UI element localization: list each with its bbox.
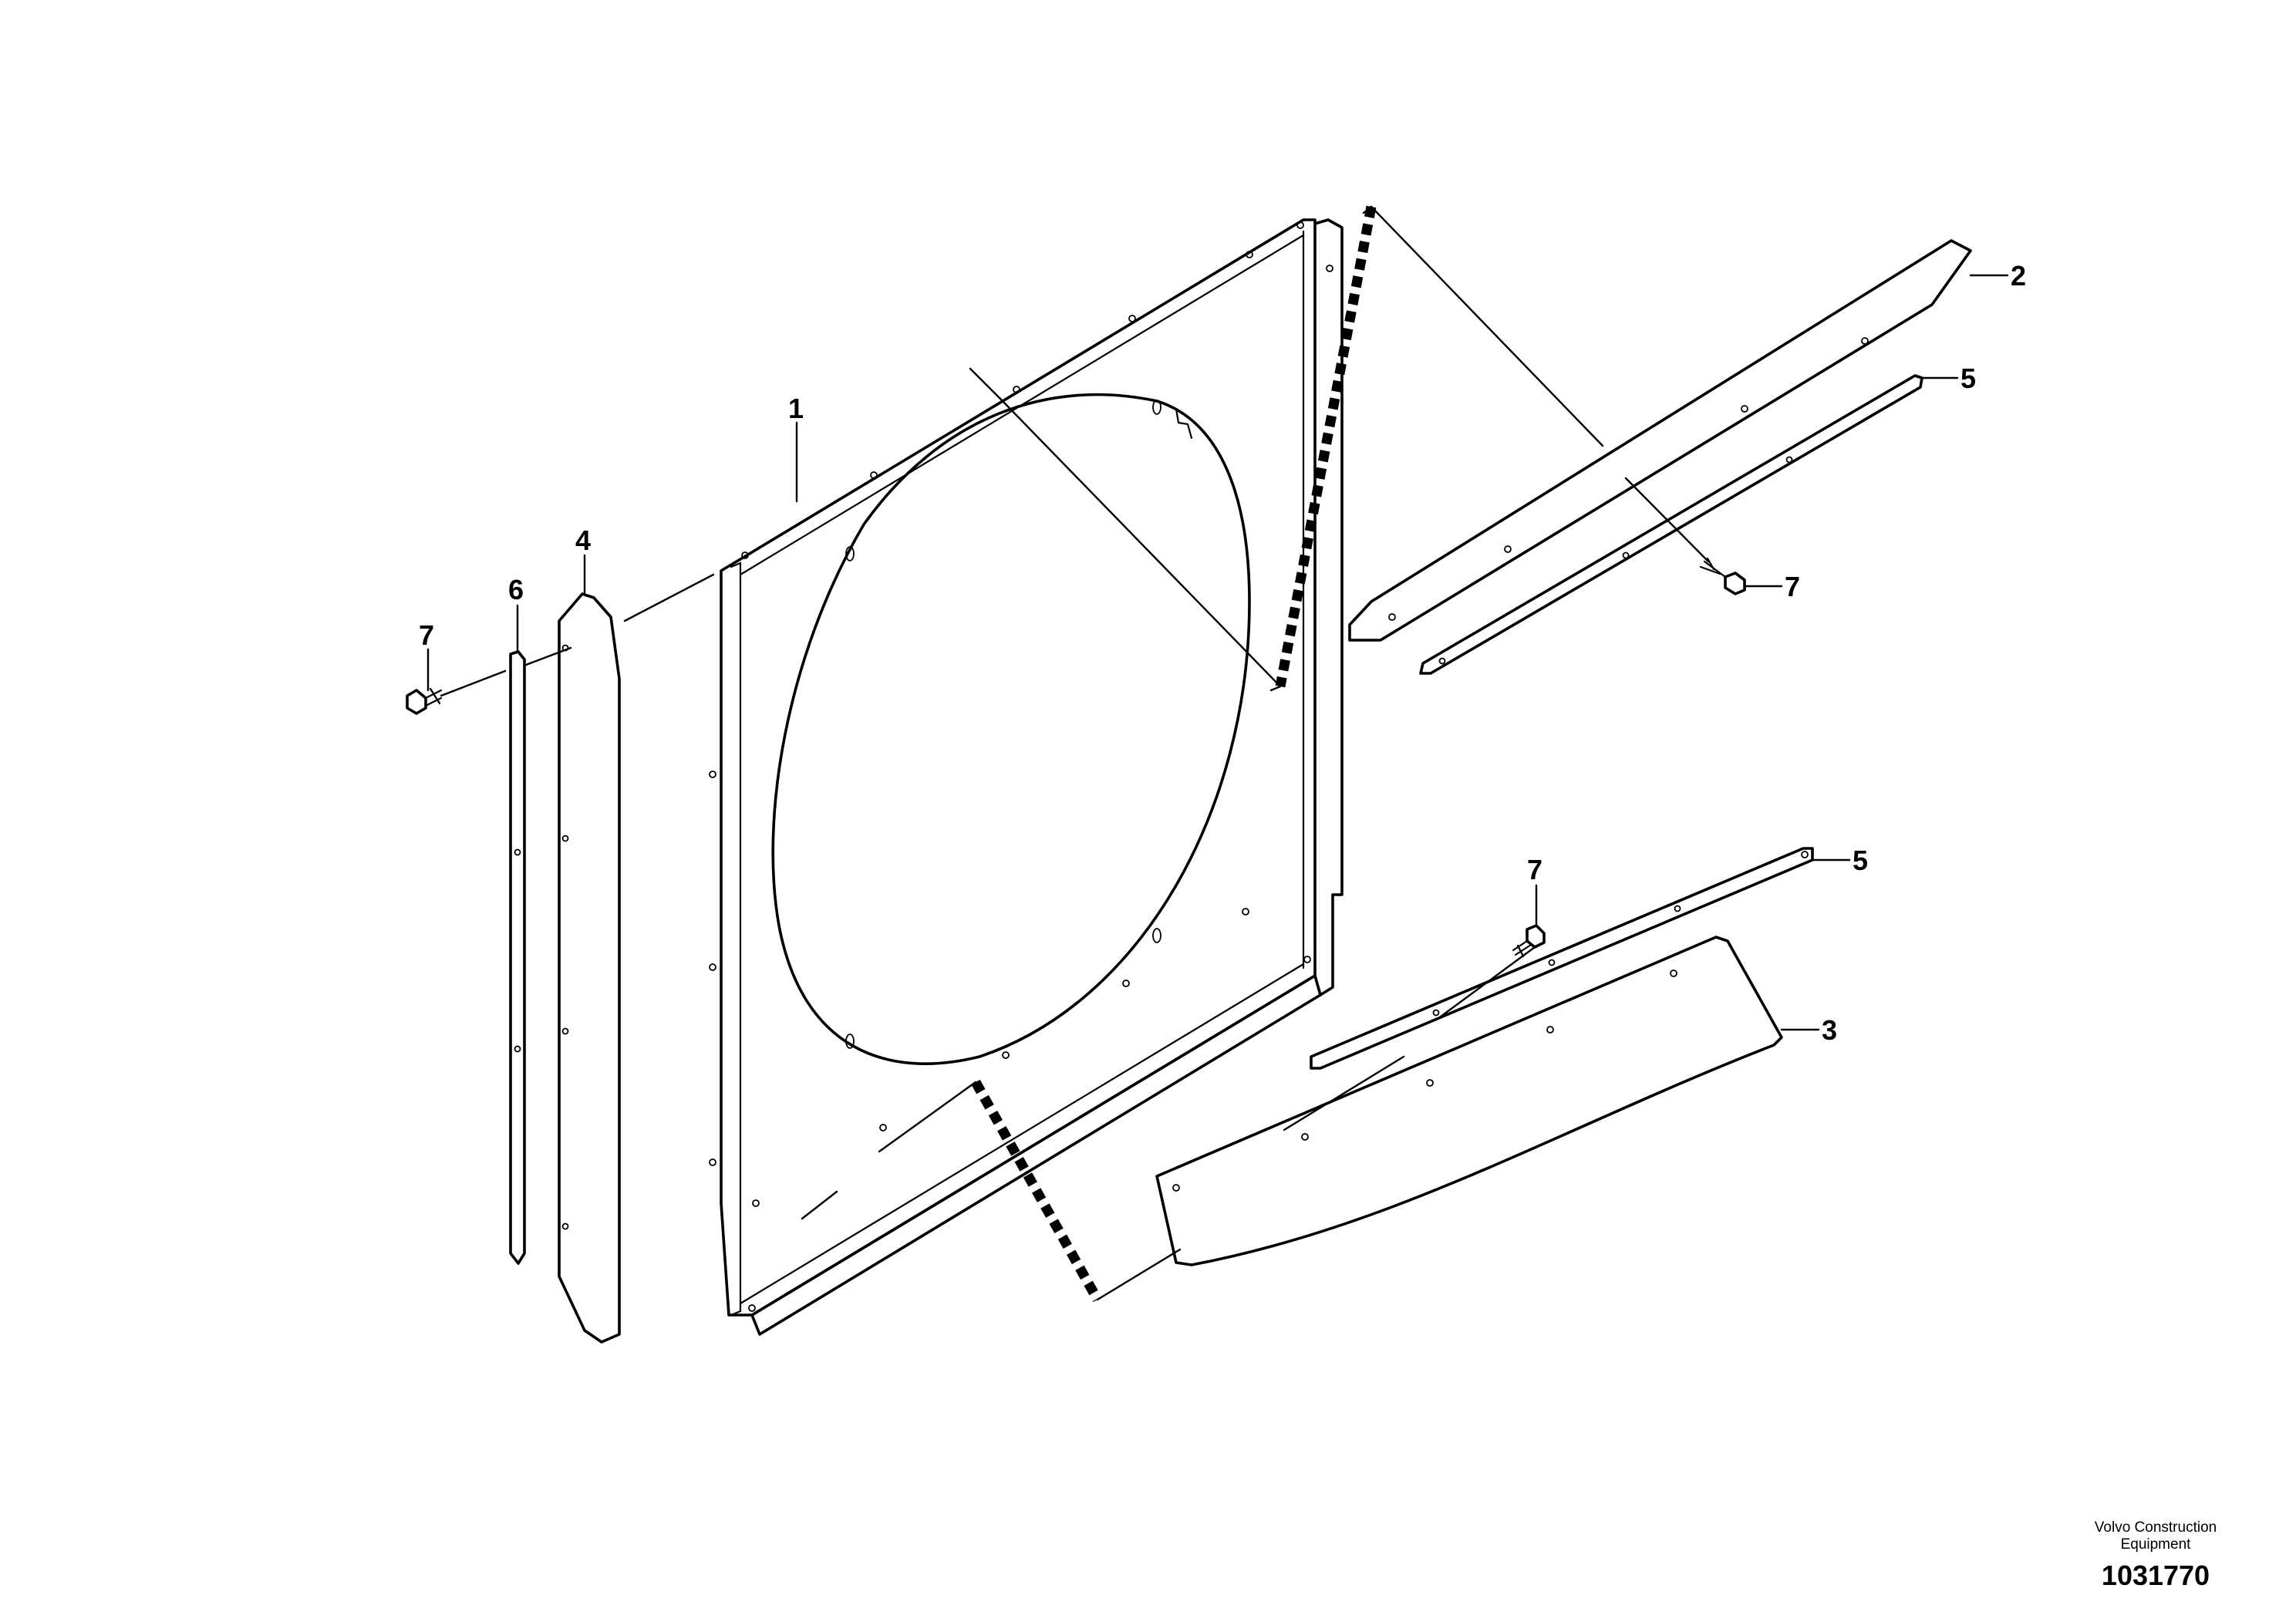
side-strip	[509, 650, 526, 1265]
footer-brand: Volvo Construction Equipment 1031770	[2044, 1519, 2267, 1592]
callout-leaders	[426, 274, 2009, 1031]
bottom-plate	[1155, 936, 1783, 1266]
screw-top	[1699, 557, 1746, 595]
top-plate	[1348, 239, 1972, 642]
side-plate	[558, 592, 621, 1344]
screw-bottom	[1512, 924, 1546, 958]
callout-7-top: 7	[1785, 571, 1800, 602]
callout-3: 3	[1822, 1014, 1837, 1046]
callout-2: 2	[2011, 260, 2026, 292]
callout-1: 1	[788, 393, 804, 424]
assembly-leaders	[440, 205, 1710, 1220]
top-seal-strip	[1419, 374, 1923, 675]
callout-4: 4	[575, 524, 591, 556]
callout-7-bottom: 7	[1527, 854, 1542, 885]
assembly-line-top-right	[1275, 205, 1377, 688]
fan-shroud-panel	[709, 218, 1344, 1336]
drawing-number: 1031770	[2101, 1560, 2210, 1591]
callout-5-lower: 5	[1853, 845, 1868, 876]
callout-5-upper: 5	[1961, 363, 1976, 394]
brand-line1: Volvo Construction	[2094, 1519, 2217, 1536]
assembly-line-bottom	[971, 1079, 1102, 1303]
callout-7-left: 7	[419, 619, 434, 651]
callout-6: 6	[508, 574, 524, 605]
screw-left	[406, 687, 443, 715]
brand-line2: Equipment	[2120, 1536, 2191, 1553]
